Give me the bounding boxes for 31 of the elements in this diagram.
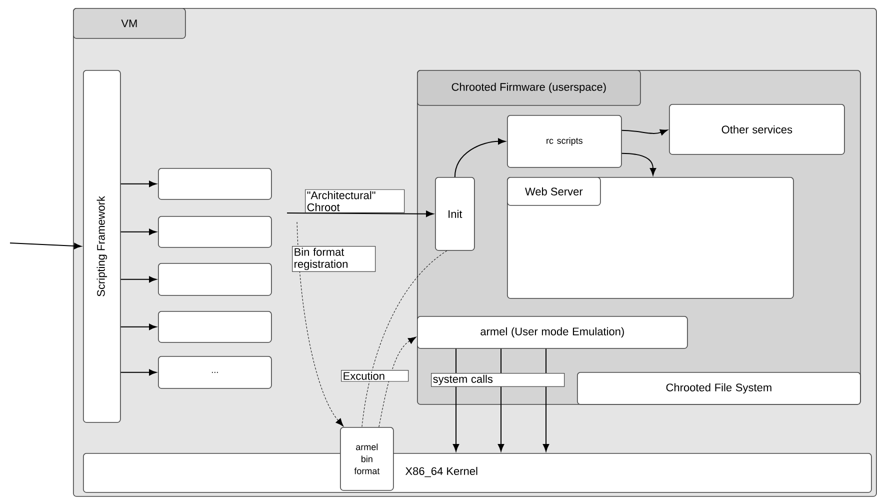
arrow: [621, 129, 668, 136]
arrow: [454, 138, 506, 178]
process-box: rc scripts: [507, 115, 622, 168]
process-box: Init: [435, 177, 475, 251]
format-box: armel bin format: [340, 427, 394, 491]
arrow: [120, 276, 156, 283]
tool-box: [158, 168, 272, 200]
arrow: [286, 210, 434, 217]
tool-box: ...: [158, 356, 272, 389]
arrow: [498, 348, 504, 452]
framework-bar: Scripting Framework: [83, 70, 121, 423]
arrow: [120, 180, 156, 188]
tool-box: [158, 263, 272, 296]
emulator-box: armel (User mode Emulation): [417, 316, 688, 349]
dashed-line: [362, 250, 448, 428]
file-system-box: Chrooted File System: [577, 372, 861, 405]
edge-label: "Architectural" Chroot: [305, 189, 405, 213]
arrow: [120, 228, 156, 236]
edge-label: Bin format registration: [292, 246, 376, 272]
arrow: [10, 242, 82, 250]
web-server-box: Web Server: [507, 177, 794, 299]
arrow: [120, 369, 156, 376]
service-box: Other services: [669, 104, 845, 155]
tool-box: [158, 216, 272, 248]
tool-box: [158, 311, 272, 343]
edge-label: Excution: [341, 370, 409, 382]
dashed-arrow: [378, 336, 416, 428]
edge-label: system calls: [431, 373, 565, 387]
arrow: [120, 324, 156, 330]
arrow: [621, 152, 656, 176]
dashed-arrow: [296, 222, 344, 427]
